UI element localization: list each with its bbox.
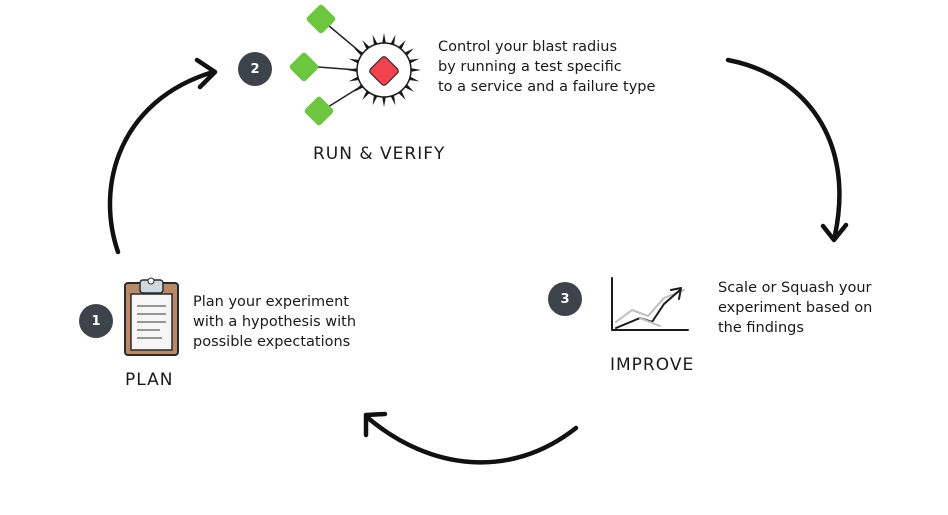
step-3-description-line: experiment based on: [718, 300, 873, 316]
blast-spike: [381, 94, 387, 107]
step-2-description-line: Control your blast radius: [438, 39, 618, 55]
cycle-arrows: [107, 57, 849, 465]
step-2-description: Control your blast radius by running a t…: [438, 37, 655, 97]
arrow-improve-to-plan-head: [363, 411, 388, 438]
arrow-plan-to-run-head: [194, 57, 218, 90]
step-1-description: Plan your experiment with a hypothesis w…: [193, 292, 356, 352]
blast-radius-icon: [289, 4, 421, 126]
step-3-title: IMPROVE: [610, 355, 695, 375]
arrow-run-to-improve-head: [820, 222, 849, 243]
step-3-description: Scale or Squash your experiment based on…: [718, 278, 872, 338]
step-1-badge: 1: [79, 304, 113, 338]
step-3-badge: 3: [548, 282, 582, 316]
step-1-description-line: possible expectations: [193, 334, 351, 350]
trend-chart-icon: [611, 277, 689, 331]
blast-spike: [408, 67, 421, 73]
step-1-description-line: with a hypothesis with: [193, 314, 357, 330]
step-2-title: RUN & VERIFY: [313, 144, 446, 164]
step-2-description-line: to a service and a failure type: [438, 79, 656, 95]
blast-spike: [347, 67, 360, 73]
step-3-description-line: Scale or Squash your: [718, 280, 872, 296]
arrow-improve-to-plan: [365, 415, 579, 465]
arrow-run-to-improve: [725, 57, 842, 238]
arrow-plan-to-run: [107, 69, 216, 255]
step-1-title: PLAN: [125, 370, 174, 390]
step-2-badge: 2: [238, 52, 272, 86]
clipboard-icon: [124, 277, 179, 356]
step-2-description-line: by running a test specific: [438, 59, 622, 75]
blast-spike: [381, 33, 387, 46]
step-1-description-line: Plan your experiment: [193, 294, 349, 310]
step-3-description-line: the findings: [718, 320, 804, 336]
